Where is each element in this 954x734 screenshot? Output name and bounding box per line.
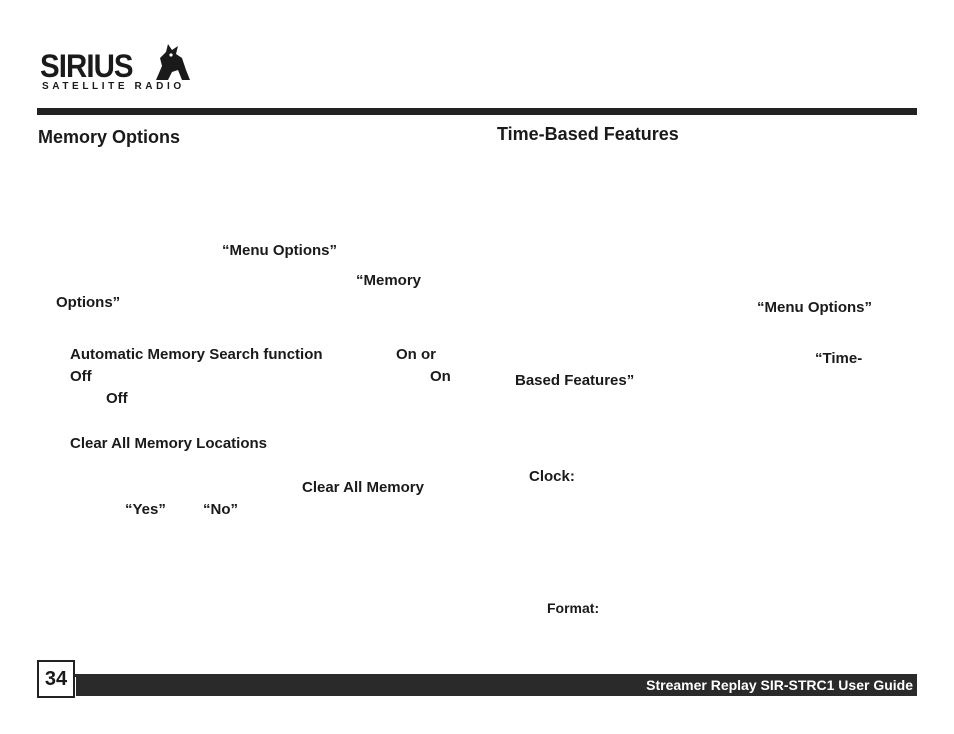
no-text: “No”	[203, 501, 238, 518]
time-based-features-heading: Time-Based Features	[497, 124, 679, 144]
yes-text: “Yes”	[125, 501, 166, 518]
on-or-text: On or	[396, 346, 436, 363]
off-text-2: Off	[106, 390, 128, 407]
header-rule	[37, 108, 917, 115]
clear-all-memory-text: Clear All Memory	[302, 479, 424, 496]
off-text: Off	[70, 368, 92, 385]
logo-tagline: SATELLITE RADIO	[42, 81, 185, 92]
format-label: Format:	[547, 600, 600, 616]
options-text: Options”	[56, 294, 121, 311]
menu-options-text-right: “Menu Options”	[757, 299, 872, 316]
clock-label: Clock:	[529, 468, 575, 485]
sirius-logo: SIRIUS SATELLITE RADIO	[40, 40, 190, 96]
dog-icon	[156, 44, 190, 80]
auto-search-text: Automatic Memory Search function	[70, 346, 323, 363]
memory-options-heading: Memory Options	[38, 127, 181, 147]
time-text: “Time-	[815, 350, 863, 367]
based-features-text: Based Features”	[515, 372, 635, 389]
logo-wordmark: SIRIUS	[40, 48, 134, 84]
page-number: 34	[37, 660, 75, 698]
memory-text: “Memory	[356, 272, 422, 289]
guide-title: Streamer Replay SIR-STRC1 User Guide	[646, 677, 913, 693]
menu-options-text: “Menu Options”	[222, 242, 337, 259]
clear-all-locations-text: Clear All Memory Locations	[70, 435, 267, 452]
on-text: On	[430, 368, 451, 385]
footer-bar: Streamer Replay SIR-STRC1 User Guide	[76, 674, 917, 696]
